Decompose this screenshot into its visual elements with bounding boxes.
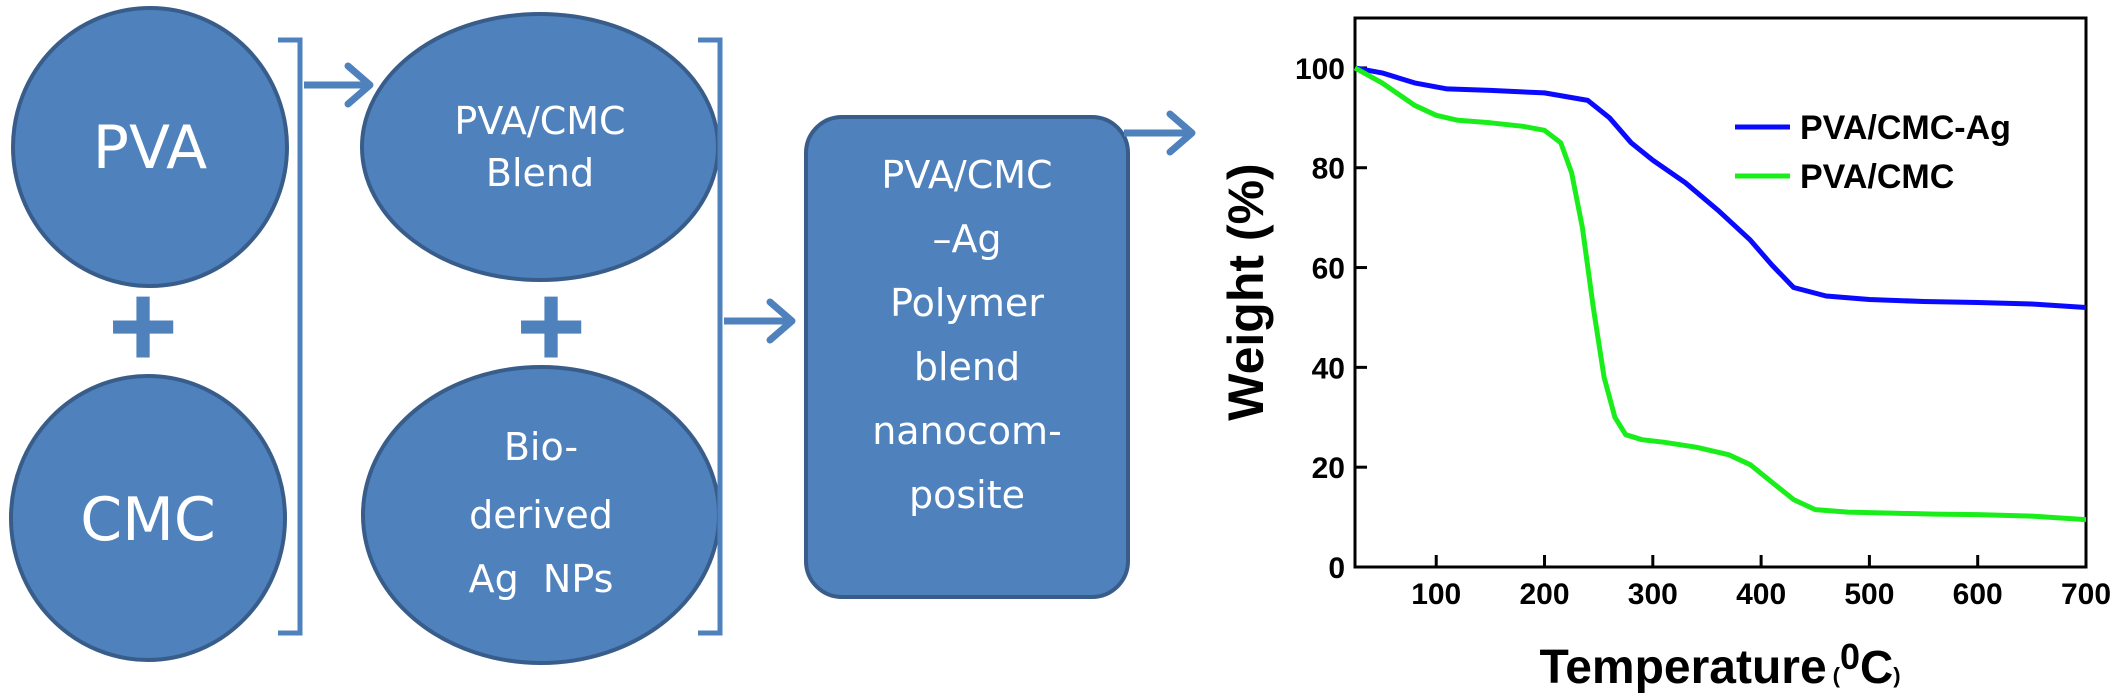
ag-nps-label-line3: Ag NPs [469, 557, 614, 601]
product-label-line-5: nanocom- [872, 409, 1062, 453]
x-tick-label: 400 [1736, 578, 1786, 611]
plus-sign-1: + [108, 259, 178, 393]
tick-labels: 100 200 300 400 500 600 700 0 20 40 60 80 100 [1295, 53, 2111, 611]
pva-node: PVA [11, 6, 289, 288]
plot-frame [1353, 16, 2088, 569]
ag-nps-node: Bio- derived Ag NPs [361, 365, 721, 665]
legend: PVA/CMC-Ag PVA/CMC [1735, 109, 2011, 196]
product-label-line-6: posite [909, 473, 1025, 517]
y-tick-label: 40 [1312, 352, 1345, 385]
product-label-line-1: PVA/CMC [881, 153, 1052, 197]
arrow-to-blend [304, 62, 374, 108]
series-line-pva-cmc-ag [1354, 65, 2087, 310]
arrow-to-chart [1124, 110, 1196, 156]
pva-label: PVA [93, 113, 207, 183]
bracket-1 [278, 37, 303, 636]
ag-nps-label-line1: Bio- [504, 425, 578, 469]
series-line-pva-cmc [1353, 65, 2087, 523]
x-tick-label: 300 [1628, 578, 1678, 611]
legend-label-pva-cmc-ag: PVA/CMC-Ag [1800, 109, 2011, 147]
legend-label-pva-cmc: PVA/CMC [1800, 158, 1954, 196]
x-axis-label: Temperature [1539, 641, 1826, 694]
blend-node: PVA/CMC Blend [360, 12, 720, 282]
y-tick-label: 100 [1295, 53, 1345, 86]
x-axis-unit-open: ( [1833, 663, 1841, 688]
y-axis-title: Weight (%) [1218, 163, 1274, 420]
cmc-node: CMC [9, 374, 287, 662]
blend-label-line1: PVA/CMC [454, 99, 625, 143]
x-tick-label: 600 [1953, 578, 2003, 611]
x-axis-unit-c: C [1860, 641, 1893, 693]
cmc-label: CMC [80, 485, 216, 555]
blend-label-line2: Blend [486, 151, 594, 195]
bracket-2 [698, 37, 723, 636]
y-tick-label: 20 [1312, 452, 1345, 485]
x-tick-label: 500 [1844, 578, 1894, 611]
x-tick-label: 700 [2061, 578, 2111, 611]
x-axis-title: Temperature (0C) [1539, 636, 1900, 694]
series-lines [1353, 65, 2087, 523]
y-tick-label: 60 [1312, 253, 1345, 286]
flow-diagram: PVA + CMC PVA/CMC Blend + Bio- derived [9, 6, 1196, 665]
ag-nps-label-line2: derived [469, 493, 613, 537]
product-label-line-4: blend [914, 345, 1020, 389]
x-tick-label: 200 [1519, 578, 1569, 611]
tga-chart: 100 200 300 400 500 600 700 0 20 40 60 80 100 Weight… [1218, 16, 2111, 694]
y-tick-label: 80 [1312, 153, 1345, 186]
x-tick-label: 100 [1411, 578, 1461, 611]
arrow-to-product [724, 298, 796, 344]
product-label-line-3: Polymer [890, 281, 1044, 325]
y-tick-label: 0 [1328, 552, 1345, 585]
x-axis-unit-close: ) [1893, 663, 1900, 688]
product-label-line-2: –Ag [932, 217, 1001, 261]
x-axis-unit-degree: 0 [1840, 636, 1860, 677]
